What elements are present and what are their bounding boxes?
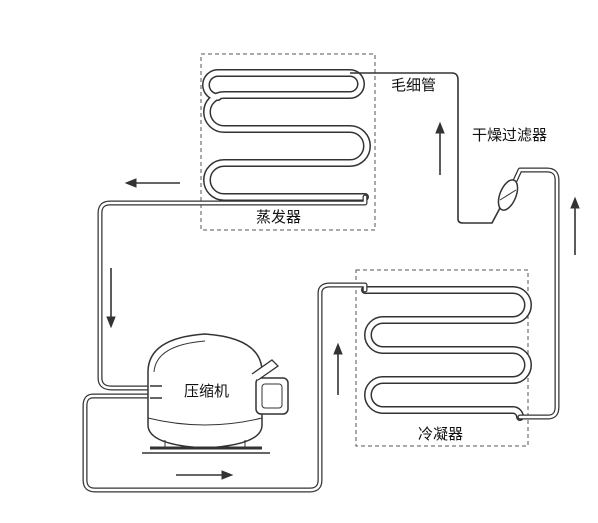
evaporator-coil (202, 69, 371, 201)
flow-arrow-left (124, 178, 180, 188)
flow-arrow-up-condenser-inlet (333, 342, 343, 395)
condenser-box (355, 269, 529, 447)
flow-arrow-down (106, 268, 116, 329)
drier-filter (497, 179, 519, 211)
piping (82, 167, 560, 493)
condenser-coil (361, 286, 532, 421)
evaporator-label: 蒸发器 (256, 208, 302, 226)
flow-arrows (106, 121, 580, 480)
condenser-label: 冷凝器 (418, 425, 464, 443)
evaporator-box (200, 53, 376, 231)
flow-arrow-up-condenser-outlet (570, 196, 580, 255)
drier-filter-label: 干燥过滤器 (472, 126, 548, 144)
flow-arrow-right (176, 470, 234, 480)
capillary-tube (350, 72, 501, 224)
flow-arrow-up-capillary (435, 121, 445, 175)
capillary-label: 毛细管 (389, 76, 439, 94)
compressor-label: 压缩机 (182, 382, 232, 400)
